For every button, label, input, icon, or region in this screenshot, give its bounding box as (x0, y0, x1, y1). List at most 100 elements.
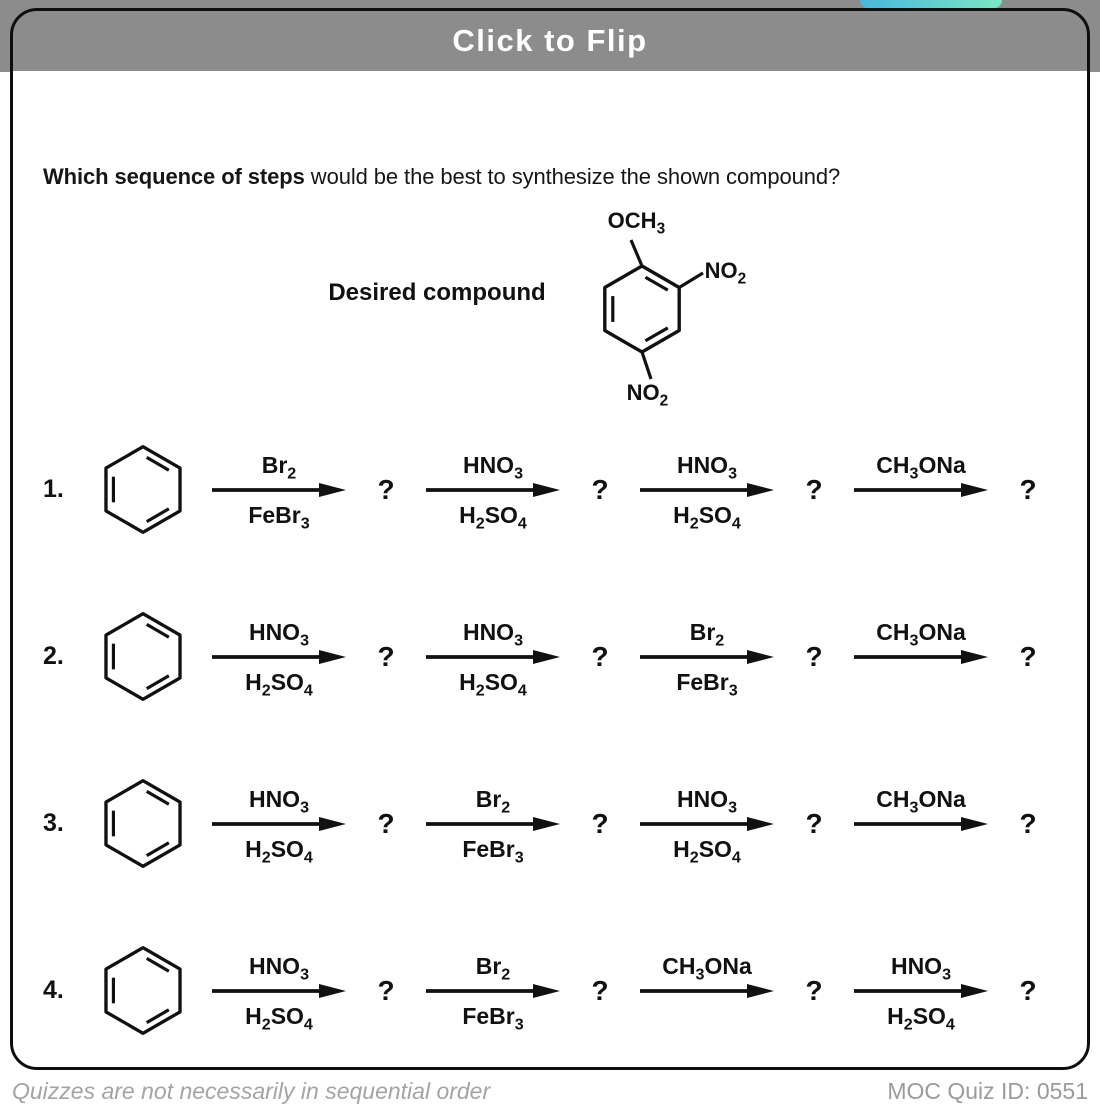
unknown-product-placeholder: ? (805, 974, 823, 1006)
unknown-product-placeholder: ? (591, 473, 609, 505)
reaction-arrow (212, 814, 346, 834)
reaction-step: HNO3 H2SO4 (639, 780, 775, 868)
reagent-below-arrow: H2SO4 (459, 501, 527, 533)
sequence-row-3: 3. HNO3 H2SO4?Br2 FeBr3?HNO3 H2SO4?CH3ON… (13, 740, 1087, 907)
reaction-step: HNO3 H2SO4 (211, 947, 347, 1035)
right-arrow-icon (426, 482, 560, 497)
quiz-flashcard[interactable]: Click to Flip Which sequence of steps wo… (10, 8, 1090, 1070)
reagent-above-arrow: CH3ONa (876, 786, 966, 817)
reaction-step: Br2 FeBr3 (425, 947, 561, 1035)
reaction-arrow (854, 981, 988, 1001)
unknown-product-placeholder: ? (1019, 974, 1037, 1006)
reaction-step: HNO3 H2SO4 (211, 780, 347, 868)
reaction-arrow (426, 647, 560, 667)
reagent-above-arrow: CH3ONa (662, 953, 752, 984)
reaction-step: HNO3 H2SO4 (425, 446, 561, 534)
reagent-above-arrow: HNO3 (248, 786, 310, 817)
unknown-product-placeholder: ? (377, 807, 395, 839)
right-arrow-icon (212, 983, 346, 998)
unknown-product-placeholder: ? (377, 974, 395, 1006)
reagent-below-arrow: H2SO4 (673, 835, 741, 867)
reagent-above-arrow: HNO3 (248, 953, 310, 984)
quiz-id-label: MOC Quiz ID: 0551 (887, 1078, 1088, 1104)
desired-compound-block: Desired compound OCH3 NO2 NO2 (13, 204, 1087, 409)
reaction-arrow (212, 480, 346, 500)
unknown-product-placeholder: ? (805, 473, 823, 505)
benzene-ring-svg (104, 445, 182, 534)
reaction-arrow (854, 480, 988, 500)
unknown-product-placeholder: ? (805, 807, 823, 839)
reaction-step: CH3ONa (639, 947, 775, 1035)
unknown-product-placeholder: ? (377, 640, 395, 672)
desired-compound-structure: OCH3 NO2 NO2 (572, 204, 772, 409)
reagent-below-arrow: H2SO4 (887, 1002, 955, 1034)
reagent-above-arrow: HNO3 (248, 619, 310, 650)
right-arrow-icon (854, 482, 988, 497)
reagent-above-arrow: Br2 (689, 619, 725, 650)
reagent-above-arrow: HNO3 (676, 452, 738, 483)
flip-header-label: Click to Flip (452, 23, 648, 58)
reagent-below-arrow: H2SO4 (673, 501, 741, 533)
reaction-step: CH3ONa (853, 780, 989, 868)
reaction-step: Br2 FeBr3 (639, 613, 775, 701)
right-arrow-icon (640, 816, 774, 831)
reaction-arrow (426, 981, 560, 1001)
reagent-below-arrow: FeBr3 (462, 1002, 524, 1034)
question-rest-part: would be the best to synthesize the show… (304, 164, 841, 189)
reagent-above-arrow: Br2 (475, 953, 511, 984)
reaction-step: CH3ONa (853, 446, 989, 534)
unknown-product-placeholder: ? (1019, 473, 1037, 505)
reaction-arrow (640, 814, 774, 834)
reagent-above-arrow: Br2 (261, 452, 297, 483)
unknown-product-placeholder: ? (1019, 807, 1037, 839)
reaction-step: HNO3 H2SO4 (211, 613, 347, 701)
sequence-row-4: 4. HNO3 H2SO4? Br2 FeBr3? CH3ONa ? HNO3 H2S… (13, 907, 1087, 1067)
reaction-arrow (640, 480, 774, 500)
reaction-arrow (854, 647, 988, 667)
reagent-below-arrow: H2SO4 (245, 668, 313, 700)
reagent-below-arrow: H2SO4 (459, 668, 527, 700)
right-arrow-icon (854, 649, 988, 664)
benzene-ring (103, 440, 183, 539)
reagent-below-arrow: FeBr3 (248, 501, 310, 533)
right-arrow-icon (212, 816, 346, 831)
flip-header-bar[interactable]: Click to Flip (13, 11, 1087, 71)
reaction-arrow (640, 981, 774, 1001)
right-arrow-icon (426, 816, 560, 831)
reaction-arrow (426, 480, 560, 500)
right-arrow-icon (212, 482, 346, 497)
reaction-arrow (212, 647, 346, 667)
right-arrow-icon (640, 482, 774, 497)
sequence-number: 2. (43, 642, 64, 670)
reaction-step: Br2 FeBr3 (425, 780, 561, 868)
unknown-product-placeholder: ? (591, 807, 609, 839)
reagent-above-arrow: CH3ONa (876, 619, 966, 650)
reaction-arrow (212, 981, 346, 1001)
benzene-ring-svg (104, 946, 182, 1035)
teal-tab-button[interactable] (860, 0, 1002, 8)
reagent-above-arrow: Br2 (475, 786, 511, 817)
benzene-ring (103, 774, 183, 873)
unknown-product-placeholder: ? (377, 473, 395, 505)
right-arrow-icon (854, 816, 988, 831)
substituent-no2-para-label: NO2 (626, 379, 669, 409)
right-arrow-icon (640, 983, 774, 998)
compound-skeleton-svg (602, 238, 704, 380)
benzene-ring-svg (104, 779, 182, 868)
substituent-och3-label: OCH3 (607, 207, 666, 237)
reaction-step: CH3ONa (853, 613, 989, 701)
reaction-arrow (426, 814, 560, 834)
sequence-number: 4. (43, 976, 64, 1004)
right-arrow-icon (212, 649, 346, 664)
reagent-below-arrow: H2SO4 (245, 835, 313, 867)
question-bold-part: Which sequence of steps (43, 164, 305, 189)
unknown-product-placeholder: ? (1019, 640, 1037, 672)
reaction-arrow (854, 814, 988, 834)
right-arrow-icon (426, 983, 560, 998)
reagent-above-arrow: CH3ONa (876, 452, 966, 483)
reagent-above-arrow: HNO3 (462, 452, 524, 483)
desired-compound-label: Desired compound (328, 279, 546, 306)
right-arrow-icon (640, 649, 774, 664)
reagent-above-arrow: HNO3 (462, 619, 524, 650)
sequence-row-1: 1. Br2 FeBr3?HNO3 H2SO4?HNO3 H2SO4?CH3ON… (13, 406, 1087, 573)
